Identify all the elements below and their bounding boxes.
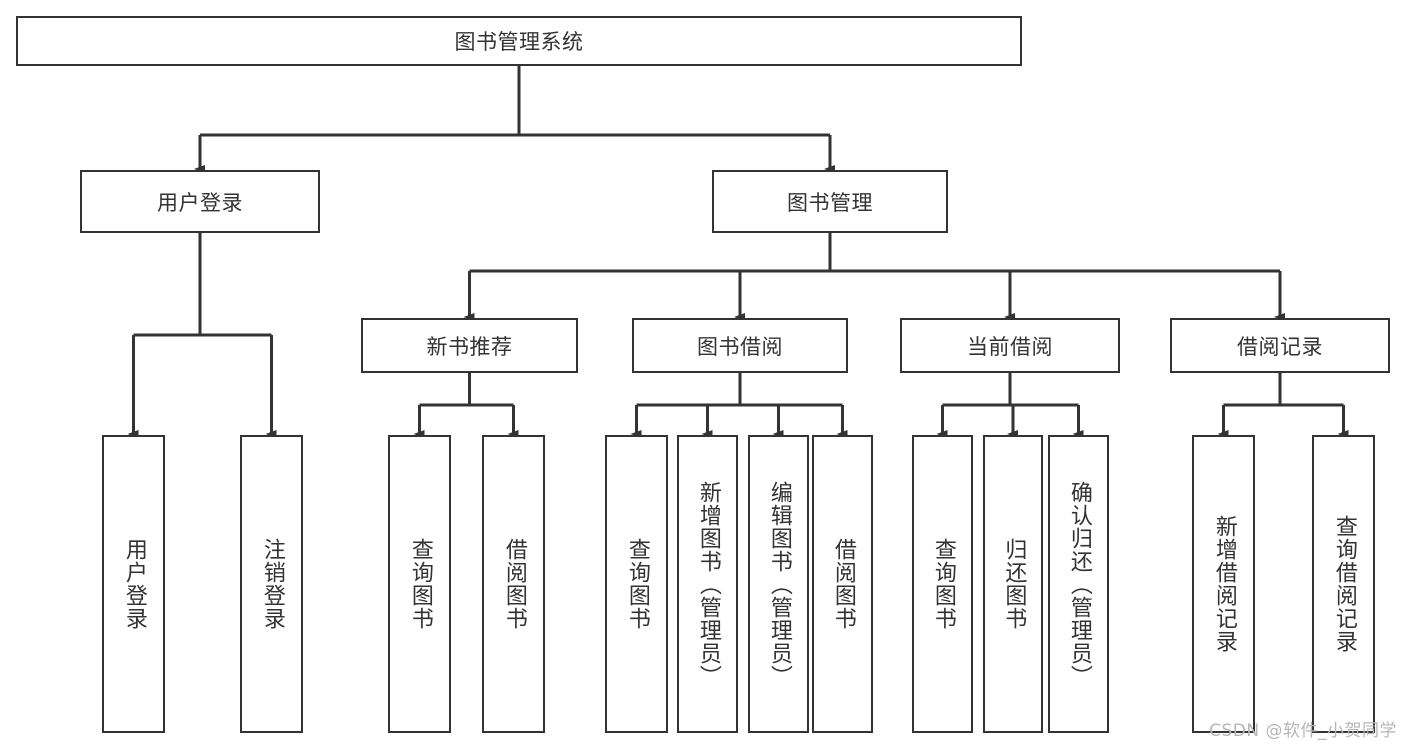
leaf-query-book-recommend-label: 查询图书 — [407, 538, 433, 630]
leaf-borrow-book[interactable]: 借阅图书 — [812, 435, 873, 733]
leaf-add-book[interactable]: 新增图书（管理员） — [677, 435, 738, 733]
node-current-borrow[interactable]: 当前借阅 — [900, 318, 1120, 373]
leaf-logout[interactable]: 注销登录 — [240, 435, 303, 733]
leaf-edit-book-label: 编辑图书（管理员） — [766, 480, 792, 688]
leaf-query-borrow-record-label: 查询借阅记录 — [1331, 515, 1357, 653]
leaf-logout-label: 注销登录 — [259, 538, 285, 630]
watermark: CSDN @软件_小贺同学 — [1209, 721, 1397, 741]
leaf-borrow-book-recommend[interactable]: 借阅图书 — [482, 435, 545, 733]
leaf-return-book[interactable]: 归还图书 — [983, 435, 1043, 733]
node-book-borrow[interactable]: 图书借阅 — [632, 318, 848, 373]
leaf-query-book-recommend[interactable]: 查询图书 — [388, 435, 451, 733]
leaf-query-book-borrow[interactable]: 查询图书 — [605, 435, 668, 733]
leaf-query-book-current[interactable]: 查询图书 — [912, 435, 973, 733]
leaf-borrow-book-label: 借阅图书 — [830, 538, 856, 630]
leaf-user-login[interactable]: 用户登录 — [102, 435, 165, 733]
leaf-query-book-borrow-label: 查询图书 — [624, 538, 650, 630]
leaf-add-borrow-record[interactable]: 新增借阅记录 — [1192, 435, 1255, 733]
leaf-query-book-current-label: 查询图书 — [930, 538, 956, 630]
leaf-add-borrow-record-label: 新增借阅记录 — [1211, 515, 1237, 653]
leaf-add-book-label: 新增图书（管理员） — [695, 480, 721, 688]
leaf-confirm-return-label: 确认归还（管理员） — [1066, 480, 1092, 688]
leaf-user-login-label: 用户登录 — [121, 538, 147, 630]
node-new-book-recommend[interactable]: 新书推荐 — [361, 318, 578, 373]
leaf-borrow-book-recommend-label: 借阅图书 — [501, 538, 527, 630]
leaf-return-book-label: 归还图书 — [1001, 538, 1027, 630]
node-user-login[interactable]: 用户登录 — [80, 170, 320, 233]
leaf-edit-book[interactable]: 编辑图书（管理员） — [748, 435, 809, 733]
node-borrow-record[interactable]: 借阅记录 — [1170, 318, 1390, 373]
node-root[interactable]: 图书管理系统 — [16, 16, 1022, 66]
leaf-query-borrow-record[interactable]: 查询借阅记录 — [1312, 435, 1375, 733]
leaf-confirm-return[interactable]: 确认归还（管理员） — [1048, 435, 1109, 733]
node-book-management[interactable]: 图书管理 — [712, 170, 948, 233]
